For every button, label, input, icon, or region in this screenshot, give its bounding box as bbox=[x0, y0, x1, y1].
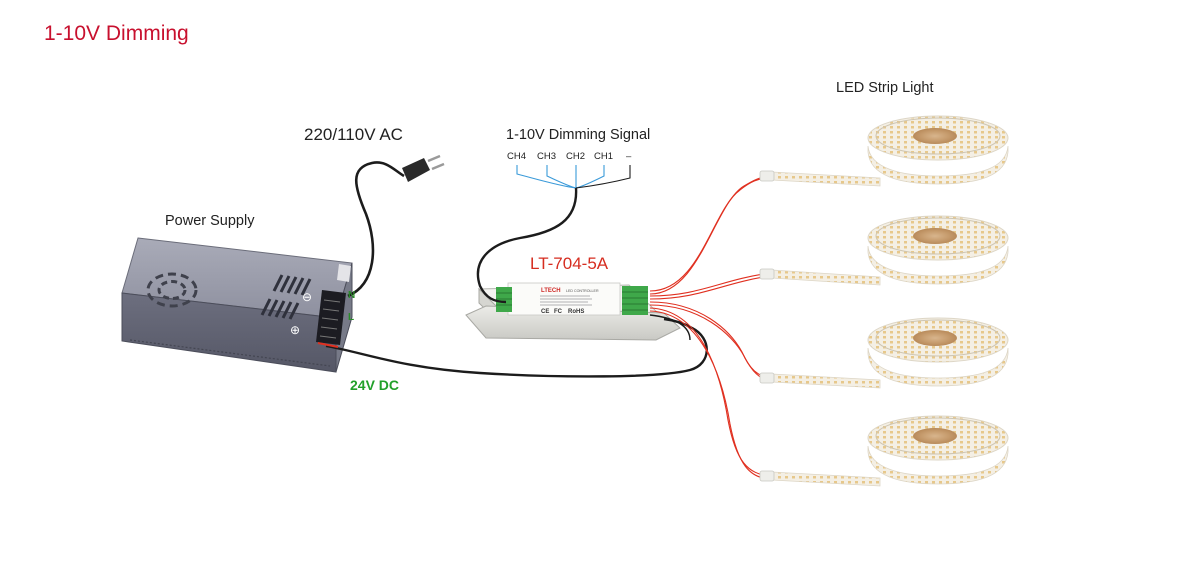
minus-terminal-symbol: ⊖ bbox=[302, 290, 312, 304]
led-strip-4 bbox=[759, 415, 1009, 487]
controller-subtitle: LED CONTROLLER bbox=[566, 289, 599, 293]
signal-wires bbox=[516, 165, 605, 189]
controller-unit: LTECH LED CONTROLLER CE FC RoHS bbox=[465, 282, 681, 341]
ac-input-label: 220/110V AC bbox=[304, 125, 403, 144]
diagram-title: 1-10V Dimming bbox=[44, 22, 189, 45]
side-vent-lines bbox=[129, 339, 331, 367]
power-supply-label: Power Supply bbox=[165, 213, 255, 229]
channel-label-ch1: CH1 bbox=[594, 151, 614, 162]
output-wires bbox=[649, 175, 771, 480]
terminal-l-label: L bbox=[348, 312, 355, 323]
terminal-block bbox=[316, 264, 351, 345]
dimming-signal-label: 1-10V Dimming Signal bbox=[506, 127, 651, 143]
fan-grill-icon bbox=[146, 272, 198, 308]
controller-terminal-right bbox=[622, 286, 648, 315]
ac-cable bbox=[347, 161, 405, 298]
terminal-n-label: N bbox=[348, 290, 356, 301]
power-supply: ⊖ ⊕ bbox=[121, 237, 353, 373]
channel-label-ch4: CH4 bbox=[507, 151, 527, 162]
controller-brand: LTECH bbox=[541, 288, 561, 294]
channel-label-ground: – bbox=[626, 151, 632, 162]
led-strip-2 bbox=[759, 215, 1009, 286]
channel-label-ch2: CH2 bbox=[566, 151, 586, 162]
rohs-mark: RoHS bbox=[568, 309, 584, 315]
led-strip-1 bbox=[759, 115, 1009, 187]
led-strip-3 bbox=[759, 317, 1009, 389]
vent-slots bbox=[260, 274, 312, 320]
ac-plug-icon bbox=[402, 154, 445, 182]
channel-label-ch3: CH3 bbox=[537, 151, 557, 162]
signal-ground-wire bbox=[575, 165, 631, 189]
controller-spec-lines bbox=[540, 295, 592, 306]
dc-positive-wire bbox=[317, 342, 339, 348]
plus-terminal-symbol: ⊕ bbox=[290, 323, 300, 337]
dc-output-label: 24V DC bbox=[350, 377, 400, 393]
output-black-wire bbox=[649, 314, 691, 341]
fc-mark: FC bbox=[554, 309, 563, 315]
controller-model-label: LT-704-5A bbox=[530, 254, 609, 273]
led-strip-label: LED Strip Light bbox=[836, 80, 934, 96]
signal-cable bbox=[476, 187, 578, 304]
ce-mark: CE bbox=[541, 309, 549, 315]
